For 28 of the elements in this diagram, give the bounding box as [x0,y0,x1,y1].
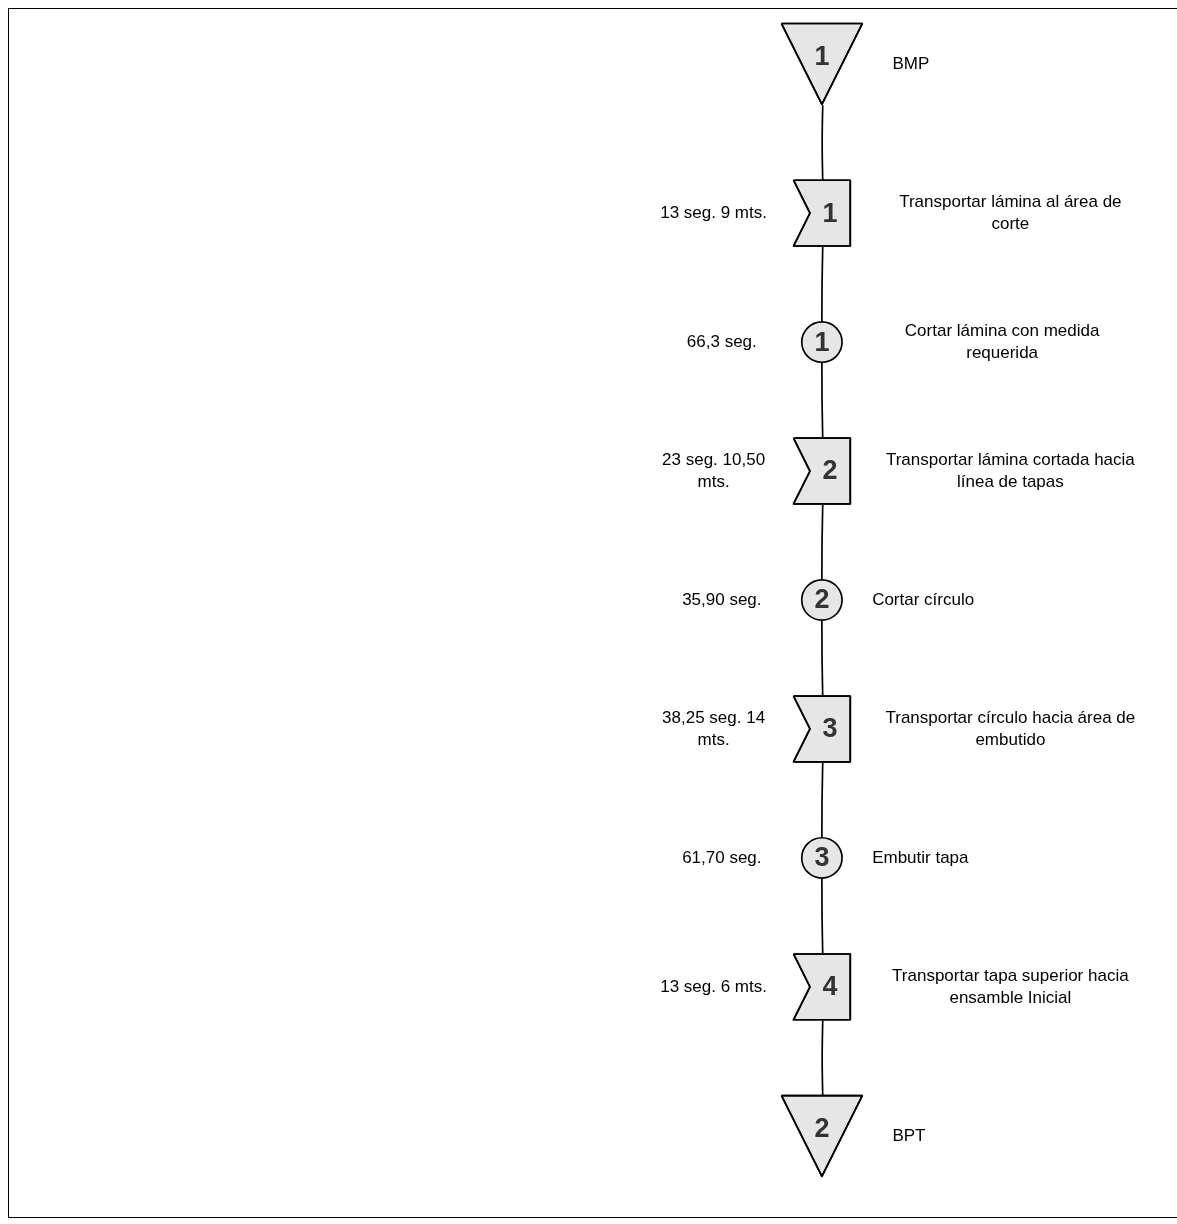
time-label: 38,25 seg. 14 mts. [661,706,767,751]
operation-circle: 1 [801,321,843,364]
time-label: 61,70 seg. [681,846,763,869]
time-label: 13 seg. 9 mts. [659,202,768,225]
operation-circle: 2 [801,579,843,621]
step-description: BPT [892,1125,926,1148]
step-description: Transportar lámina cortada hacia línea de tapas [884,449,1136,494]
operation-circle: 3 [801,836,843,879]
transport-arrow: 4 [792,953,852,1021]
time-label: 13 seg. 6 mts. [659,975,768,998]
transport-arrow: 1 [792,179,852,247]
transport-arrow: 3 [792,695,852,763]
step-description: Transportar tapa superior hacia ensamble Inicial [891,964,1130,1009]
step-description: Transportar lámina al área de corte [898,191,1123,236]
connector-line [821,503,824,581]
step-description: Cortar círculo [872,589,975,611]
storage-triangle: 2 [780,1094,864,1178]
time-label: 66,3 seg. [685,331,758,354]
connector-line [821,761,824,839]
transport-arrow: 2 [792,437,852,505]
connector-line [821,246,824,323]
step-description: Transportar círculo hacia área de embutido [884,706,1137,751]
step-description: Embutir tapa [872,846,969,869]
step-description: Cortar lámina con medida requerida [903,320,1101,365]
time-label: 35,90 seg. [681,589,763,611]
storage-triangle: 1 [780,22,864,106]
step-description: BMP [892,52,930,75]
time-label: 23 seg. 10,50 mts. [661,449,767,494]
